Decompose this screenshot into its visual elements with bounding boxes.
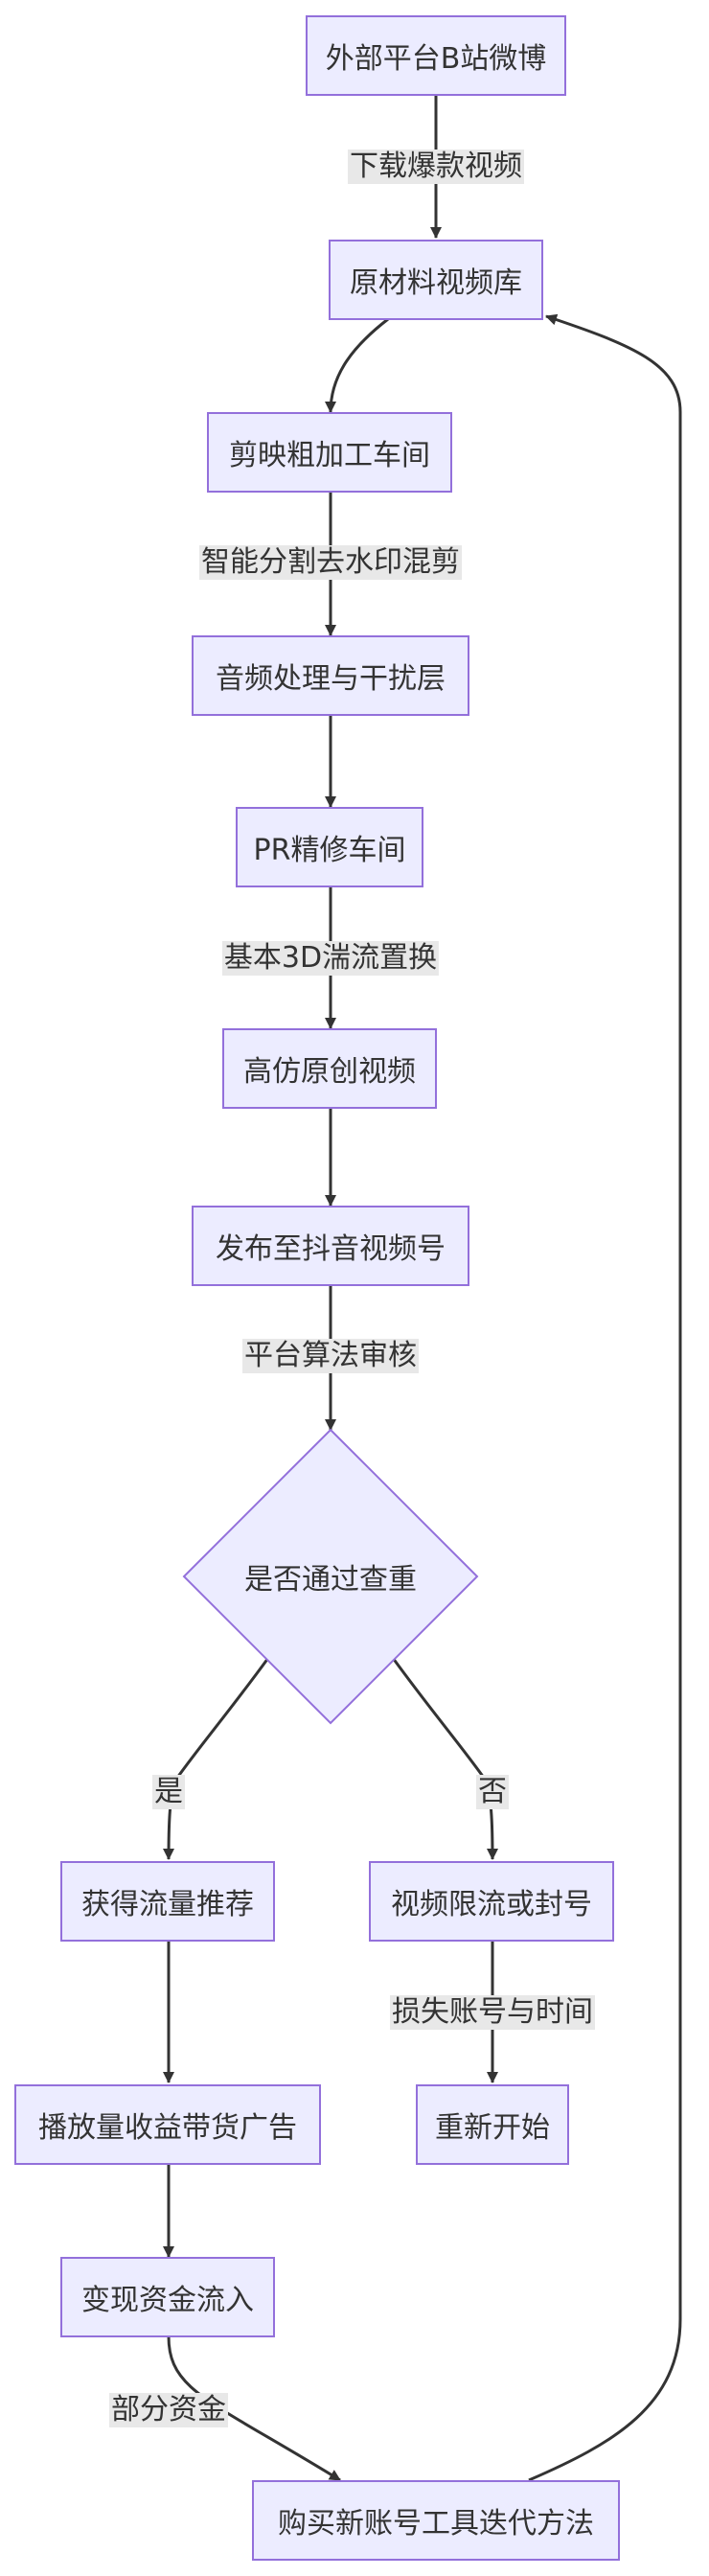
edge-label-no: 否 bbox=[476, 1775, 509, 1809]
node-pr-workshop: PR精修车间 bbox=[236, 807, 423, 887]
node-raw-library: 原材料视频库 bbox=[329, 240, 543, 320]
node-duplicate-check-label: 是否通过查重 bbox=[244, 1563, 417, 1597]
node-buy-tools: 购买新账号工具迭代方法 bbox=[252, 2480, 620, 2561]
node-duplicate-check-diamond bbox=[182, 1428, 479, 1725]
node-source-platform: 外部平台B站微博 bbox=[306, 15, 566, 96]
edge-label-partial-funds: 部分资金 bbox=[109, 2393, 228, 2427]
node-imitation-video: 高仿原创视频 bbox=[222, 1028, 437, 1109]
edge-label-audit: 平台算法审核 bbox=[242, 1339, 419, 1373]
edge-label-3d-render: 基本3D湍流置换 bbox=[221, 941, 440, 976]
edge-label-smart-cut: 智能分割去水印混剪 bbox=[199, 545, 462, 580]
node-restart: 重新开始 bbox=[416, 2084, 569, 2165]
node-jianying-workshop: 剪映粗加工车间 bbox=[207, 412, 452, 493]
edge-label-yes: 是 bbox=[152, 1775, 185, 1809]
edge-library-to-jianying bbox=[325, 317, 389, 413]
edge-buytools-to-library bbox=[528, 313, 682, 2482]
node-audio-processing: 音频处理与干扰层 bbox=[192, 635, 469, 716]
node-traffic-recommend: 获得流量推荐 bbox=[60, 1861, 275, 1942]
node-publish: 发布至抖音视频号 bbox=[192, 1206, 469, 1286]
node-revenue: 播放量收益带货广告 bbox=[14, 2084, 321, 2165]
edge-label-lose-account: 损失账号与时间 bbox=[390, 1995, 595, 2030]
edge-check-to-traffic bbox=[163, 1657, 270, 1860]
node-limit-or-ban: 视频限流或封号 bbox=[369, 1861, 614, 1942]
node-cash-inflow: 变现资金流入 bbox=[60, 2257, 275, 2337]
edge-label-download: 下载爆款视频 bbox=[348, 150, 524, 184]
edge-check-to-limit bbox=[391, 1657, 498, 1860]
